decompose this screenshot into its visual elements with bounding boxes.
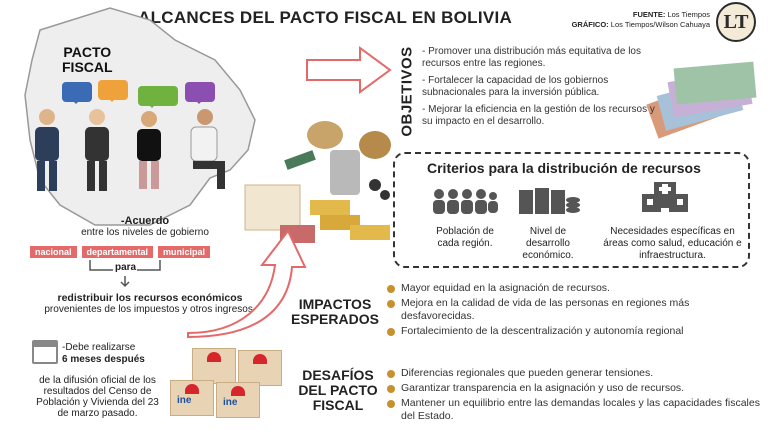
ine-box — [192, 348, 236, 384]
objetivos-list: - Promover una distribución más equitati… — [422, 46, 667, 133]
impacto-item: Mayor equidad en la asignación de recurs… — [385, 282, 760, 295]
redistribuir-text: provenientes de los impuestos y otros in… — [44, 304, 256, 315]
banknotes-illustration — [646, 61, 757, 139]
objetivo-item: - Fortalecer la capacidad de los gobiern… — [422, 75, 609, 98]
ine-box: ine — [216, 382, 260, 418]
ine-box — [238, 350, 282, 386]
ine-logo-icon — [185, 384, 199, 394]
desafios-list: Diferencias regionales que pueden genera… — [385, 367, 760, 425]
impactos-title-line1: IMPACTOS — [298, 296, 372, 312]
impactos-title-line2: ESPERADOS — [291, 311, 379, 327]
plazo-lead: 6 meses después — [62, 354, 145, 365]
people-icon — [433, 189, 498, 214]
desafio-item: Diferencias regionales que pueden genera… — [385, 367, 760, 380]
redistribuir-block: redistribuir los recursos económicos pro… — [30, 292, 270, 316]
ine-logo-icon — [207, 352, 221, 362]
bolivia-map-illustration — [24, 7, 256, 226]
objetivos-title-text: OBJETIVOS — [398, 46, 416, 137]
ine-box: ine — [170, 380, 214, 416]
speech-bubble-purple — [185, 82, 215, 104]
ine-brand: ine — [223, 397, 238, 408]
speech-bubble-green — [138, 86, 178, 108]
objetivos-title: OBJETIVOS — [396, 45, 420, 140]
calendar-icon — [32, 340, 58, 364]
plazo-prefix: -Debe realizarse — [62, 342, 136, 353]
grafico-value: Los Tiempos/Wilson Cahuaya — [610, 20, 710, 29]
seated-people-illustration — [35, 109, 225, 191]
ine-logo-icon — [253, 354, 267, 364]
objetivo-item: - Promover una distribución más equitati… — [422, 46, 641, 69]
credits: FUENTE: Los Tiempos GRÁFICO: Los Tiempos… — [560, 10, 710, 30]
criterio-desarrollo: Nivel de desarrollo económico. — [522, 226, 574, 261]
fuente-label: FUENTE: — [632, 10, 666, 19]
level-municipal: municipal — [158, 246, 211, 258]
government-levels: nacional departamental municipal — [30, 246, 211, 258]
plazo-text: de la difusión oficial de los resultados… — [36, 375, 159, 419]
desafios-title-line3: FISCAL — [312, 397, 364, 413]
plazo-lead-block: -Debe realizarse 6 meses después — [62, 342, 145, 366]
down-arrows-icon — [89, 260, 161, 288]
redistribuir-lead: redistribuir los recursos económicos — [57, 292, 243, 304]
desafio-item: Garantizar transparencia en la asignació… — [385, 382, 760, 395]
ine-brand: ine — [177, 395, 192, 406]
ine-logo-icon — [231, 386, 245, 396]
desafios-title-line2: DEL PACTO — [298, 382, 378, 398]
money-stack-icon — [519, 188, 580, 214]
acuerdo-lead: -Acuerdo — [120, 215, 170, 227]
impacto-item: Mejora en la calidad de vida de las pers… — [385, 297, 760, 323]
desafios-title: DESAFÍOS DEL PACTO FISCAL — [293, 368, 383, 413]
acuerdo-text: entre los niveles de gobierno — [81, 227, 209, 238]
desafios-title-line1: DESAFÍOS — [302, 367, 374, 383]
impactos-title: IMPACTOS ESPERADOS — [290, 297, 380, 327]
speech-bubble-blue — [62, 82, 92, 104]
criterios-title: Criterios para la distribución de recurs… — [427, 160, 701, 176]
curved-arrow-icon — [187, 229, 307, 339]
impactos-list: Mayor equidad en la asignación de recurs… — [385, 282, 760, 340]
impacto-item: Fortalecimiento de la descentralización … — [385, 325, 760, 338]
level-nacional: nacional — [30, 246, 77, 258]
pacto-label-line1: PACTO — [63, 44, 112, 60]
grafico-label: GRÁFICO: — [571, 20, 609, 29]
pacto-label-line2: FISCAL — [62, 59, 113, 75]
hospital-icon — [642, 182, 688, 212]
acuerdo-block: -Acuerdo entre los niveles de gobierno — [40, 215, 250, 239]
para-label: para — [115, 262, 137, 273]
objetivo-item: - Mejorar la eficiencia en la gestión de… — [422, 104, 655, 127]
desafio-item: Mantener un equilibrio entre las demanda… — [385, 397, 760, 423]
fuente-value: Los Tiempos — [667, 10, 710, 19]
criterio-necesidades: Necesidades específicas en áreas como sa… — [603, 226, 742, 261]
level-departamental: departamental — [81, 246, 154, 258]
resources-illustration — [244, 121, 391, 243]
pacto-fiscal-label: PACTO FISCAL — [62, 45, 113, 75]
criterios-panel: Criterios para la distribución de recurs… — [393, 152, 750, 268]
criterio-poblacion: Población de cada región. — [436, 226, 494, 249]
arrow-right-icon — [306, 46, 392, 94]
los-tiempos-logo: LT — [716, 2, 756, 42]
page-title: ALCANCES DEL PACTO FISCAL EN BOLIVIA — [138, 8, 513, 27]
speech-bubble-orange — [98, 80, 128, 102]
